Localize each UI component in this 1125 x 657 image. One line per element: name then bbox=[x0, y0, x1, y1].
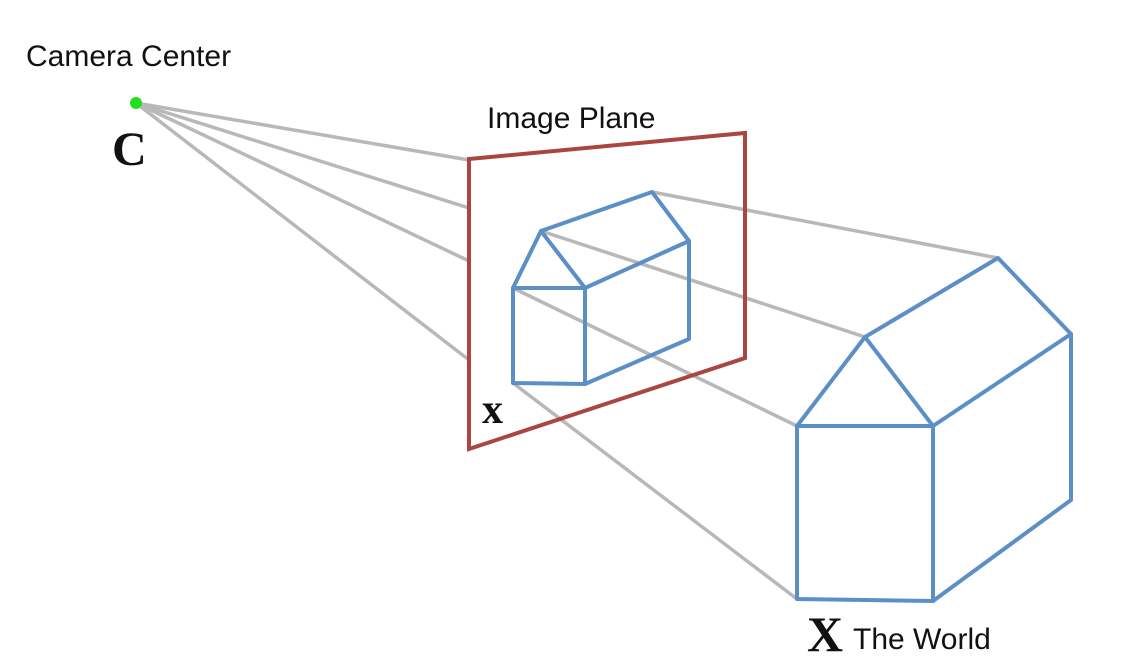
world-label: The World bbox=[853, 623, 991, 656]
camera-center-point bbox=[130, 97, 142, 109]
world-point-symbol: X bbox=[807, 606, 843, 657]
ray-to-plane-3 bbox=[134, 101, 471, 263]
ray-wall-bottom bbox=[511, 381, 799, 601]
image-point-symbol: x bbox=[482, 387, 503, 433]
camera-rays bbox=[134, 101, 471, 362]
camera-symbol: C bbox=[112, 123, 147, 176]
ray-to-plane-1 bbox=[134, 101, 471, 162]
ray-to-plane-2 bbox=[134, 101, 471, 210]
image-plane bbox=[467, 130, 747, 452]
world-rays bbox=[511, 190, 1000, 601]
camera-center-label: Camera Center bbox=[26, 40, 231, 73]
ray-to-plane-4 bbox=[134, 101, 471, 362]
ray-wall-top bbox=[511, 286, 799, 428]
ray-roof-back bbox=[650, 190, 1000, 260]
world-house bbox=[795, 256, 1073, 603]
image-plane-label: Image Plane bbox=[487, 102, 655, 135]
ray-roof-front bbox=[539, 229, 867, 339]
projected-house bbox=[511, 190, 691, 386]
